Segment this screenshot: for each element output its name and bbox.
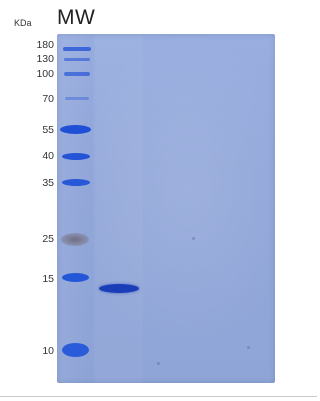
marker-label-55: 55 [42,124,54,136]
sample-band [99,284,139,293]
unit-label: KDa [14,18,32,28]
marker-band-55 [60,125,91,134]
marker-band-70 [65,97,89,100]
marker-label-180: 180 [36,39,54,51]
marker-label-35: 35 [42,177,54,189]
marker-band-100 [64,72,90,76]
marker-lane [57,34,93,383]
marker-band-35 [62,179,90,186]
gel-speck [247,346,250,349]
marker-label-10: 10 [42,345,54,357]
marker-band-40 [62,153,90,160]
marker-band-25 [61,233,89,246]
marker-label-130: 130 [36,53,54,65]
sample-lane [95,34,143,383]
marker-band-15 [62,273,89,282]
marker-band-130 [64,58,90,61]
marker-band-180 [63,47,91,51]
marker-label-70: 70 [42,93,54,105]
gel-speck [157,362,160,365]
gel-speck [192,237,195,240]
bottom-edge-line [0,396,317,397]
marker-band-10 [62,343,89,357]
marker-label-25: 25 [42,233,54,245]
marker-label-15: 15 [42,273,54,285]
gel-image [57,34,275,383]
marker-label-100: 100 [36,68,54,80]
molecular-weight-title: MW [57,6,96,29]
marker-label-40: 40 [42,150,54,162]
